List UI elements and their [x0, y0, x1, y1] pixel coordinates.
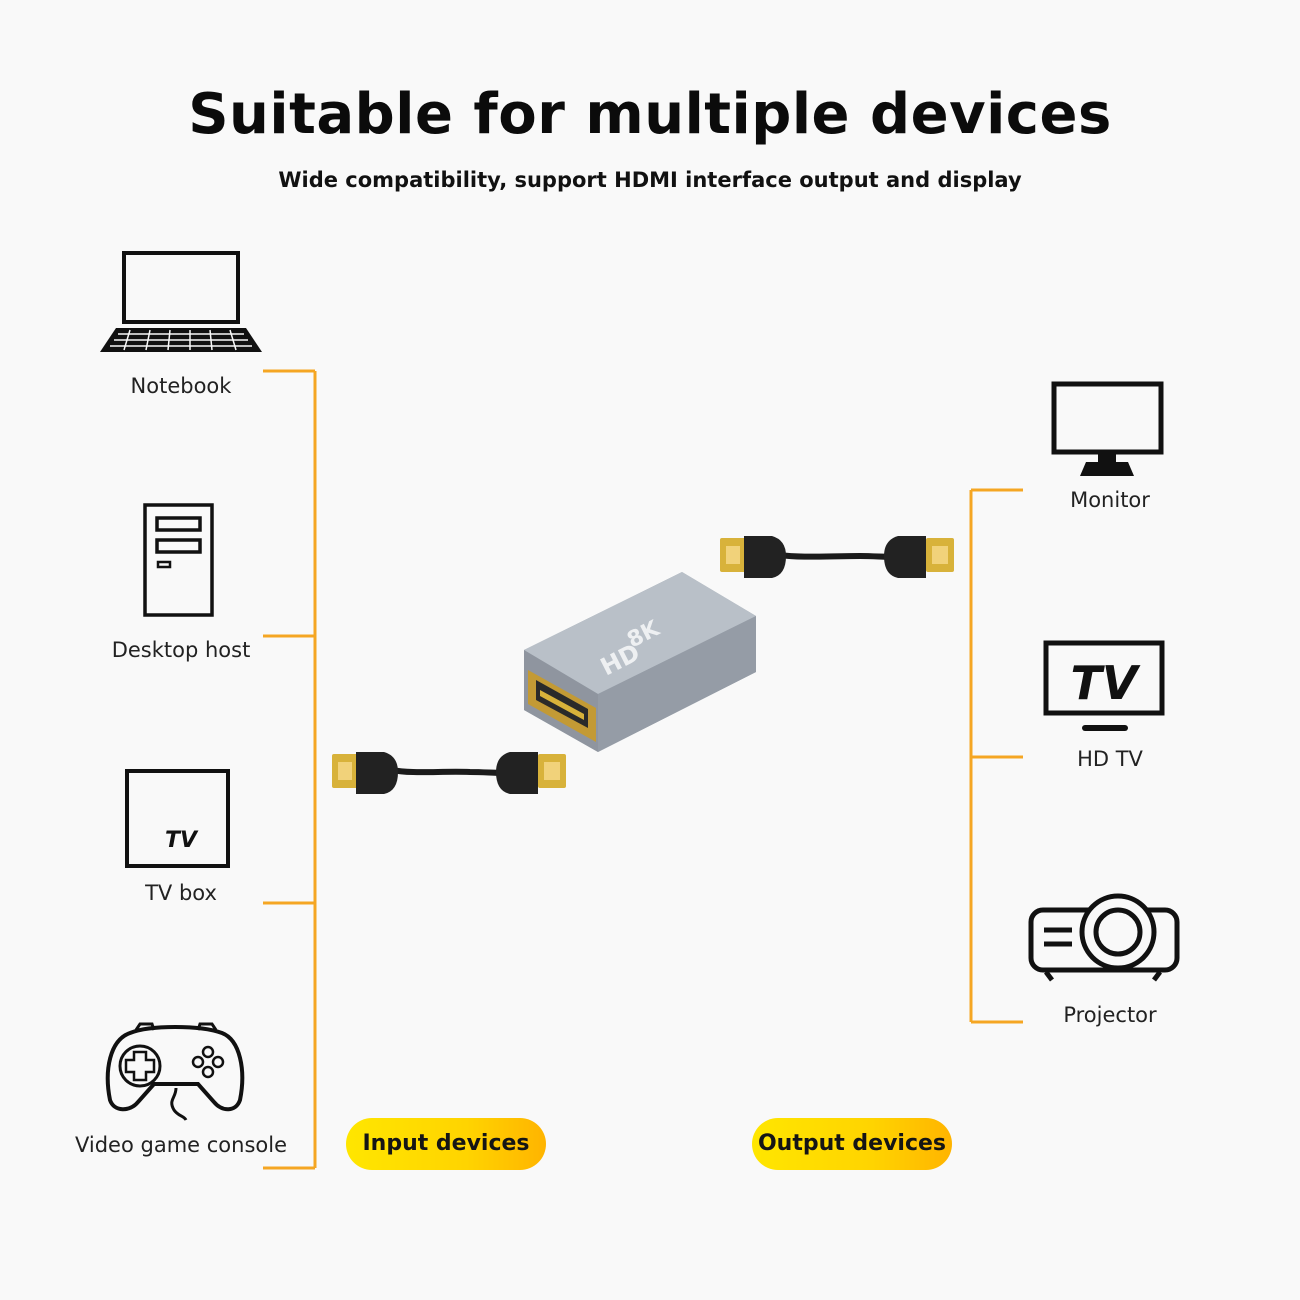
svg-text:TV: TV: [1071, 656, 1141, 710]
device-label-tv-box: TV box: [145, 881, 217, 905]
page-title: Suitable for multiple devices: [188, 82, 1112, 147]
hdmi-cable-input: [332, 752, 566, 794]
hdmi-cable-output: [720, 536, 954, 578]
input-connector-lines: [263, 369, 317, 1170]
output-devices-badge: Output devices: [752, 1118, 952, 1170]
svg-text:TV: TV: [165, 828, 199, 853]
device-label-projector: Projector: [1063, 1003, 1157, 1027]
monitor-icon: [1051, 381, 1164, 476]
input-devices-badge: Input devices: [346, 1118, 546, 1170]
hd-tv-icon: TV: [1043, 640, 1165, 731]
laptop-icon: [100, 251, 262, 352]
device-label-desktop-host: Desktop host: [111, 638, 251, 662]
gamepad-icon: [105, 1022, 245, 1121]
hdmi-adapter: 8K HD: [524, 572, 756, 752]
device-label-video-game-console: Video game console: [74, 1133, 287, 1157]
device-label-hd-tv: HD TV: [1077, 747, 1143, 771]
tv-box-icon: TV: [125, 769, 230, 868]
projector-icon: [1028, 893, 1180, 982]
device-label-monitor: Monitor: [1070, 488, 1150, 512]
page-subtitle: Wide compatibility, support HDMI interfa…: [278, 168, 1022, 192]
device-label-notebook: Notebook: [130, 374, 232, 398]
desktop-tower-icon: [143, 503, 214, 617]
output-connector-lines: [969, 488, 1023, 1024]
